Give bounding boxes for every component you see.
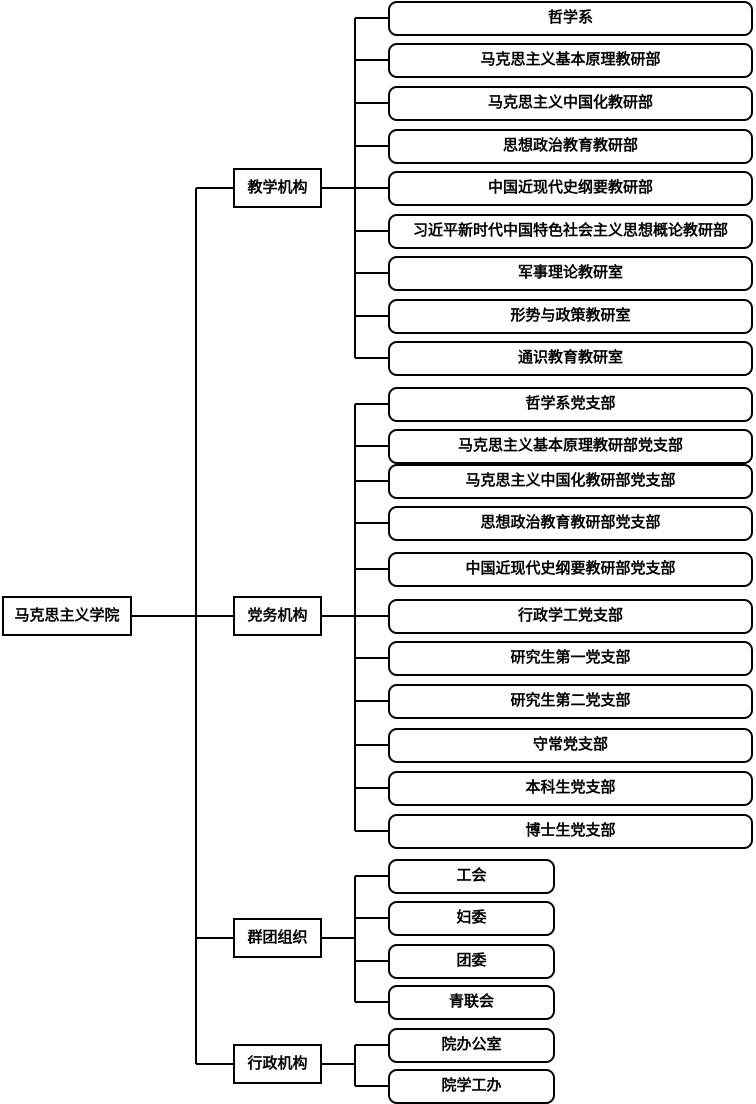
branch-connector-line [196, 615, 233, 617]
leaf-node-mass-orgs-2: 团委 [388, 943, 555, 979]
leaf-node-admin-orgs-0: 院办公室 [388, 1027, 555, 1063]
branch-node-admin-orgs: 行政机构 [233, 1044, 322, 1084]
leaf-stub-line [355, 403, 388, 405]
trunk-line [195, 188, 197, 1064]
leaf-node-party-orgs-5: 行政学工党支部 [388, 598, 753, 634]
leaf-stub-line [355, 480, 388, 482]
leaf-node-teaching-orgs-3: 思想政治教育教研部 [388, 128, 753, 164]
branch-connector-line [196, 1063, 233, 1065]
leaf-stub-line [355, 1001, 388, 1003]
leaf-node-teaching-orgs-8: 通识教育教研室 [388, 340, 753, 376]
branch-node-party-orgs: 党务机构 [233, 596, 322, 636]
leaf-stub-line [355, 1044, 388, 1046]
leaf-node-party-orgs-1: 马克思主义基本原理教研部党支部 [388, 428, 753, 464]
leaf-stub-line [355, 17, 388, 19]
leaf-stub-line [355, 960, 388, 962]
leaf-stub-line [355, 522, 388, 524]
leaf-node-mass-orgs-3: 青联会 [388, 984, 555, 1020]
leaf-node-party-orgs-0: 哲学系党支部 [388, 386, 753, 422]
leaf-node-party-orgs-9: 本科生党支部 [388, 770, 753, 806]
leaf-stub-line [355, 187, 388, 189]
leaf-stub-line [355, 357, 388, 359]
leaf-node-mass-orgs-0: 工会 [388, 858, 555, 894]
leaf-stub-line [355, 59, 388, 61]
branch-to-children-line [322, 1063, 355, 1065]
root-node: 马克思主义学院 [2, 596, 132, 636]
leaf-node-party-orgs-7: 研究生第二党支部 [388, 683, 753, 719]
branch-node-teaching-orgs: 教学机构 [233, 168, 322, 208]
leaf-node-party-orgs-10: 博士生党支部 [388, 813, 753, 849]
leaf-node-party-orgs-2: 马克思主义中国化教研部党支部 [388, 463, 753, 499]
branch-to-children-line [322, 615, 355, 617]
leaf-stub-line [355, 700, 388, 702]
leaf-stub-line [355, 657, 388, 659]
leaf-stub-line [355, 830, 388, 832]
leaf-stub-line [355, 230, 388, 232]
branch-to-children-line [322, 187, 355, 189]
leaf-stub-line [355, 787, 388, 789]
children-connector-line [354, 404, 356, 831]
branch-connector-line [196, 937, 233, 939]
branch-node-mass-orgs: 群团组织 [233, 918, 322, 958]
leaf-node-teaching-orgs-0: 哲学系 [388, 0, 753, 36]
children-connector-line [354, 1045, 356, 1086]
branch-connector-line [196, 187, 233, 189]
leaf-stub-line [355, 315, 388, 317]
leaf-node-party-orgs-6: 研究生第一党支部 [388, 640, 753, 676]
leaf-node-teaching-orgs-5: 习近平新时代中国特色社会主义思想概论教研部 [388, 213, 753, 249]
leaf-node-teaching-orgs-4: 中国近现代史纲要教研部 [388, 170, 753, 206]
leaf-stub-line [355, 568, 388, 570]
leaf-node-teaching-orgs-7: 形势与政策教研室 [388, 298, 753, 334]
leaf-node-teaching-orgs-2: 马克思主义中国化教研部 [388, 85, 753, 121]
leaf-stub-line [355, 615, 388, 617]
leaf-stub-line [355, 875, 388, 877]
leaf-stub-line [355, 145, 388, 147]
leaf-node-teaching-orgs-1: 马克思主义基本原理教研部 [388, 42, 753, 78]
leaf-stub-line [355, 102, 388, 104]
leaf-node-admin-orgs-1: 院学工办 [388, 1068, 555, 1104]
leaf-stub-line [355, 1085, 388, 1087]
leaf-node-teaching-orgs-6: 军事理论教研室 [388, 255, 753, 291]
leaf-stub-line [355, 744, 388, 746]
leaf-node-party-orgs-3: 思想政治教育教研部党支部 [388, 505, 753, 541]
branch-to-children-line [322, 937, 355, 939]
leaf-node-party-orgs-8: 守常党支部 [388, 727, 753, 763]
leaf-node-party-orgs-4: 中国近现代史纲要教研部党支部 [388, 551, 753, 587]
leaf-stub-line [355, 917, 388, 919]
leaf-stub-line [355, 272, 388, 274]
leaf-node-mass-orgs-1: 妇委 [388, 900, 555, 936]
leaf-stub-line [355, 445, 388, 447]
root-connector-line [132, 615, 233, 617]
children-connector-line [354, 876, 356, 1002]
